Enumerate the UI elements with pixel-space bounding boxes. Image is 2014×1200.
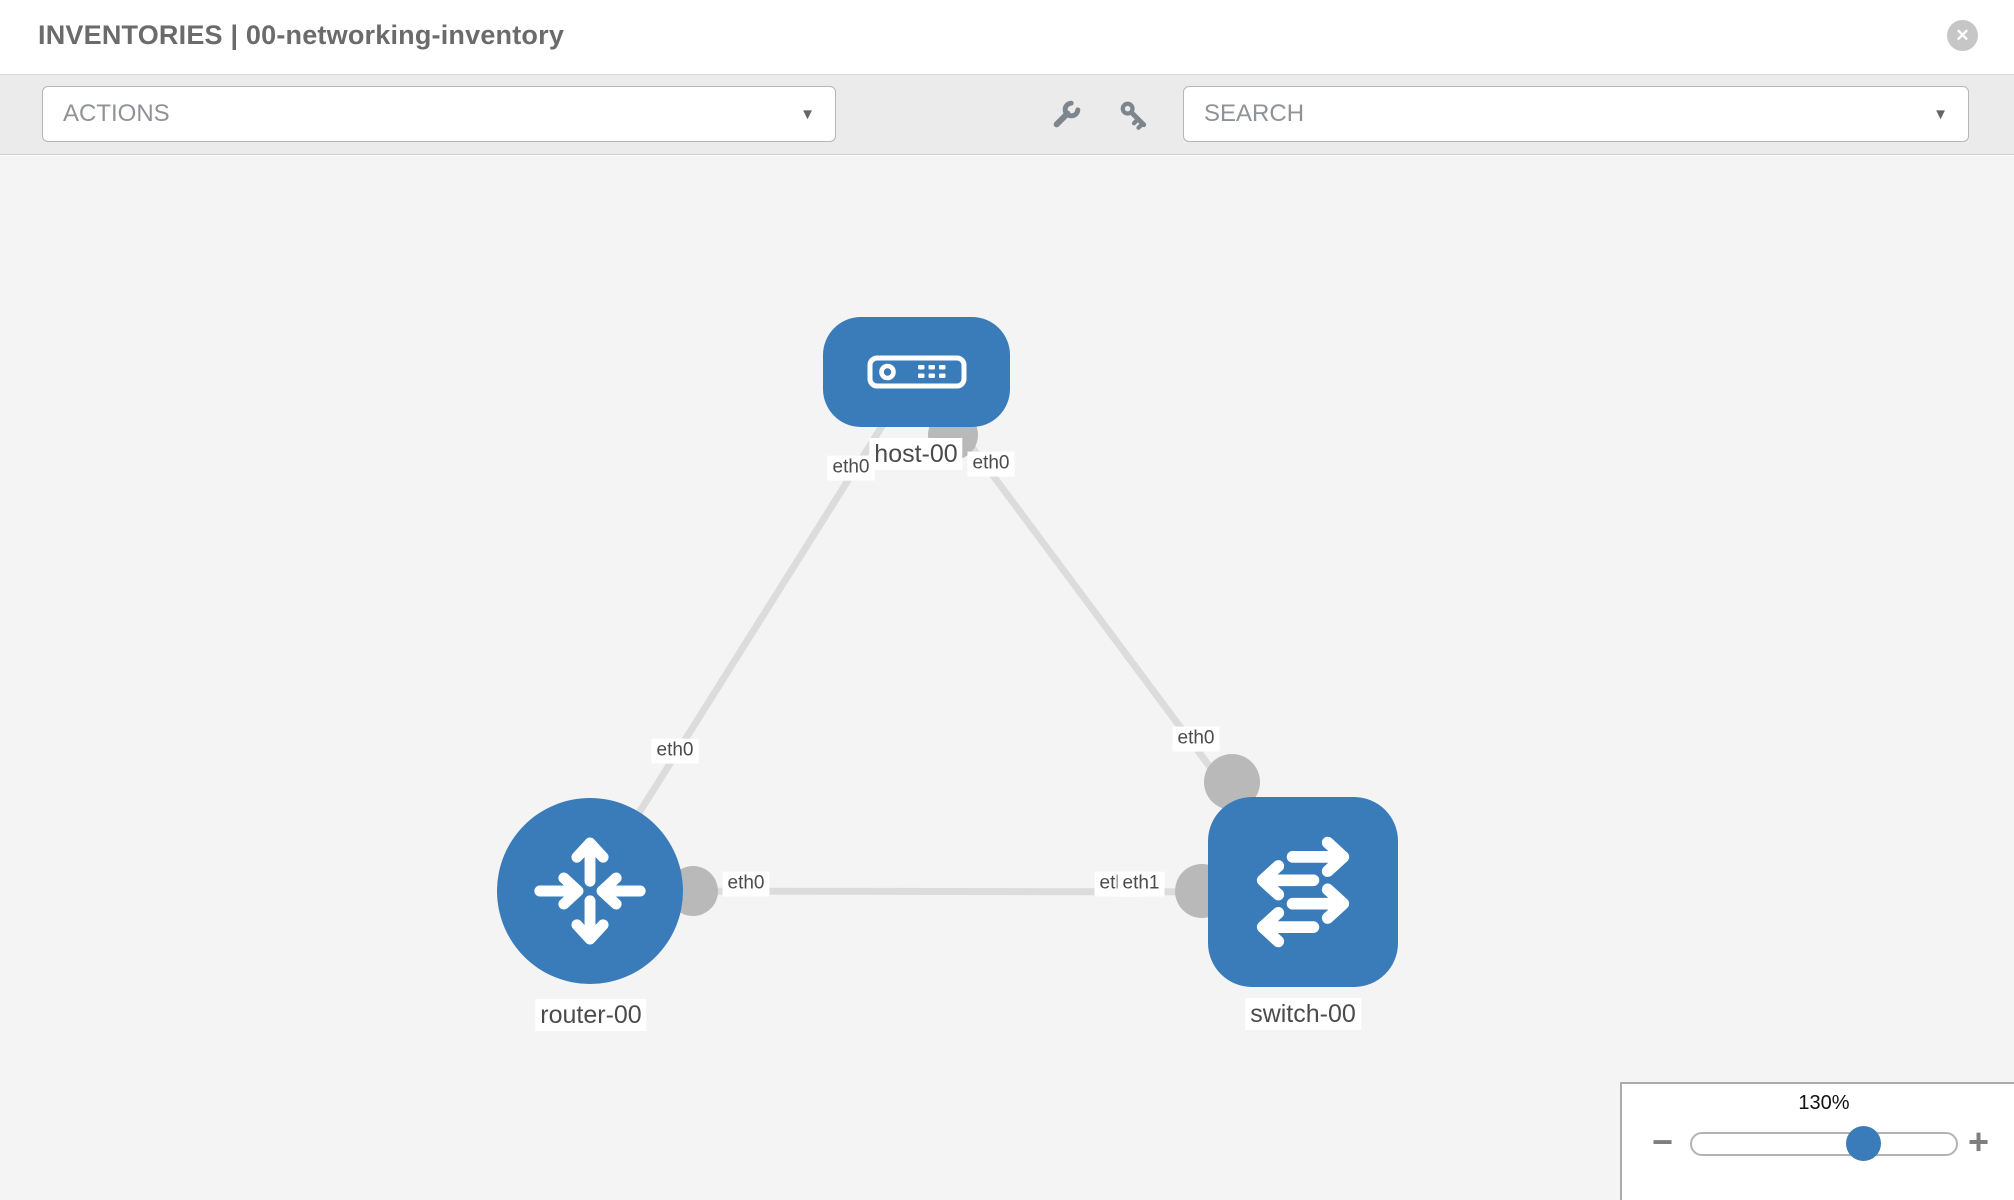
iface-label-host-to-router: eth0: [827, 455, 875, 481]
host-icon: [867, 355, 966, 389]
search-dropdown-label: SEARCH: [1204, 100, 1305, 127]
chevron-down-icon: ▼: [800, 105, 815, 123]
iface-label-router-to-switch: eth0: [722, 871, 770, 897]
key-icon[interactable]: [1116, 97, 1152, 133]
close-icon: ✕: [1955, 26, 1970, 45]
zoom-out-button[interactable]: −: [1652, 1121, 1674, 1162]
node-router-00[interactable]: [497, 798, 683, 984]
iface-label-switch-to-router: eth1: [1117, 871, 1165, 897]
chevron-down-icon: ▼: [1933, 105, 1948, 123]
iface-label-switch-to-host: eth0: [1172, 726, 1220, 752]
zoom-in-button[interactable]: +: [1968, 1121, 1990, 1162]
node-switch-00[interactable]: [1208, 797, 1398, 987]
header: INVENTORIES | 00-networking-inventory ✕: [0, 0, 2014, 74]
wrench-icon[interactable]: [1048, 97, 1084, 133]
search-dropdown[interactable]: SEARCH ▼: [1183, 86, 1969, 142]
actions-dropdown-label: ACTIONS: [63, 100, 170, 127]
zoom-level: 130%: [1798, 1092, 1850, 1114]
iface-label-router-to-host: eth0: [651, 738, 699, 764]
node-label-router-00: router-00: [535, 999, 647, 1031]
zoom-slider-track[interactable]: [1690, 1126, 1958, 1161]
actions-dropdown[interactable]: ACTIONS ▼: [42, 86, 836, 142]
topology-canvas[interactable]: [0, 156, 2014, 1200]
node-host-00[interactable]: [823, 317, 1010, 427]
node-label-host-00: host-00: [869, 438, 963, 470]
iface-label-host-to-switch: eth0: [967, 451, 1015, 477]
close-button[interactable]: ✕: [1947, 20, 1978, 51]
zoom-slider-thumb[interactable]: [1846, 1126, 1881, 1161]
page-title: INVENTORIES | 00-networking-inventory: [38, 20, 565, 50]
router-icon: [534, 837, 646, 945]
zoom-panel: 130% − +: [1620, 1082, 2014, 1200]
switch-icon: [1256, 836, 1350, 948]
node-label-switch-00: switch-00: [1245, 998, 1361, 1030]
